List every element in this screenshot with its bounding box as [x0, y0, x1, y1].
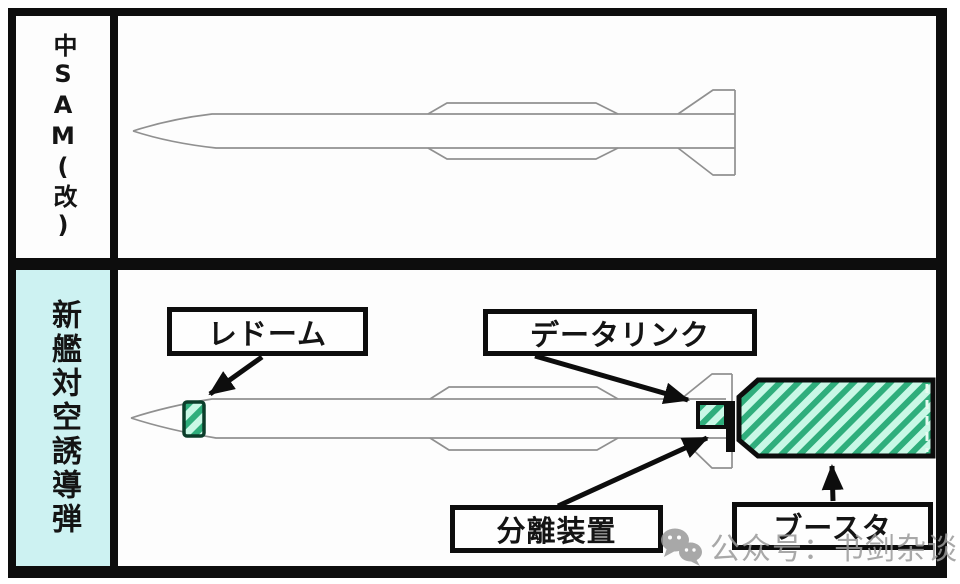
new-missile-drawing	[130, 353, 936, 509]
diagram-frame: 中SAM(改) 新艦対空誘導弾	[8, 8, 947, 578]
row-label-new-missile: 新艦対空誘導弾	[46, 299, 81, 537]
chu-sam-missile-drawing	[132, 89, 736, 176]
radome-section	[182, 400, 206, 438]
tail-fin-top	[680, 373, 732, 400]
datalink-section	[696, 401, 728, 429]
vertical-divider	[110, 16, 118, 566]
datalink-arrow	[534, 353, 690, 404]
datalink-label: データリンク	[529, 317, 710, 352]
row-label-cell-chu-sam-kai: 中SAM(改)	[16, 16, 110, 258]
mid-body-strake-bottom	[427, 147, 619, 160]
separation-device-callout: 分離装置	[450, 505, 663, 553]
tail-fin-top	[677, 89, 735, 115]
missile-body-outline	[132, 113, 735, 149]
booster-arrow	[821, 464, 844, 502]
row-label-cell-new-missile: 新艦対空誘導弾	[16, 270, 110, 566]
missile-body-outline	[130, 398, 726, 439]
booster-label: ブースタ	[773, 511, 892, 545]
separation-device-label: 分離装置	[496, 514, 617, 548]
horizontal-divider	[16, 258, 936, 270]
booster-section	[736, 377, 936, 459]
radome-label: レドーム	[207, 316, 328, 351]
radome-arrow	[208, 354, 264, 397]
tail-fin-bottom	[677, 147, 735, 176]
datalink-callout: データリンク	[483, 309, 757, 356]
row-drawing-cell-new-missile: レドーム データリンク 分離装置 ブースタ	[118, 270, 936, 566]
mid-body-strake-bottom	[429, 437, 619, 451]
radome-callout: レドーム	[167, 307, 368, 356]
mid-body-strake-top	[429, 386, 619, 400]
tail-fin-bottom	[680, 437, 732, 469]
row-drawing-cell-chu-sam-kai	[118, 16, 936, 258]
separation-device-arrow	[556, 435, 709, 509]
row-label-chu-sam-kai: 中SAM(改)	[49, 32, 77, 242]
booster-callout: ブースタ	[732, 502, 933, 550]
separation-device-bar	[726, 401, 735, 452]
mid-body-strake-top	[427, 102, 619, 115]
